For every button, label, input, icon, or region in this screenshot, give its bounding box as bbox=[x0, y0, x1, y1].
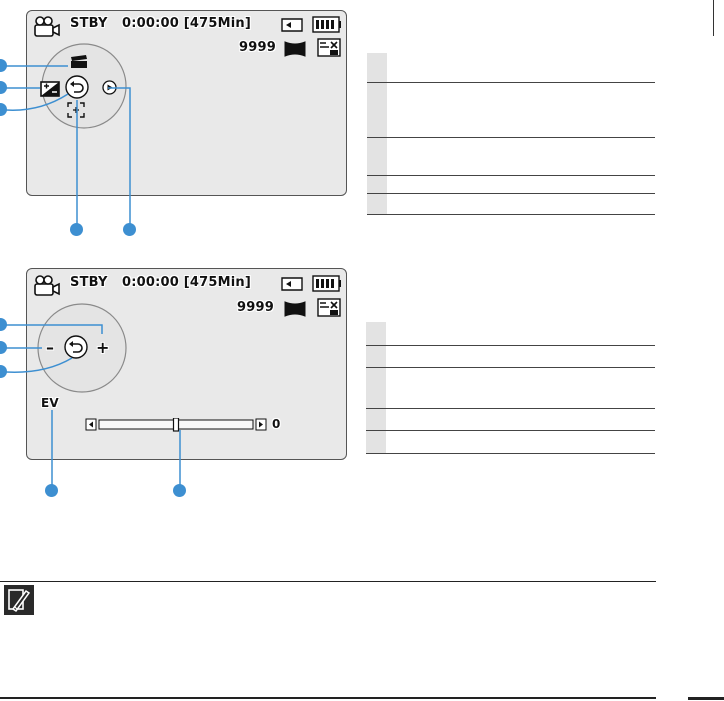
callout-4 bbox=[70, 223, 83, 236]
table-row bbox=[366, 431, 655, 454]
table-row bbox=[366, 409, 655, 431]
table-row bbox=[367, 194, 655, 215]
callout-5 bbox=[123, 223, 136, 236]
legend-table-1 bbox=[367, 53, 655, 215]
camcorder-icon bbox=[34, 275, 60, 296]
mode-label: STBY bbox=[70, 16, 108, 31]
photo-count: 9999 bbox=[237, 300, 274, 315]
footer-rule bbox=[0, 697, 656, 699]
ev-increase-button[interactable]: + bbox=[96, 338, 110, 357]
page-edge-rule bbox=[713, 0, 714, 36]
table-row bbox=[367, 138, 655, 176]
lcd-screen-ev: STBY 0:00:00 [475Min] 9999 – + EV 0 bbox=[26, 268, 347, 460]
table-row bbox=[366, 346, 655, 368]
note-icon bbox=[4, 585, 34, 615]
leader-lines-2 bbox=[5, 324, 181, 488]
ev-label: EV bbox=[41, 396, 59, 410]
memory-card-icon bbox=[281, 277, 303, 291]
battery-icon bbox=[312, 275, 341, 292]
memory-card-icon bbox=[281, 18, 303, 32]
callout-1 bbox=[0, 318, 7, 331]
leader-lines-1 bbox=[5, 65, 131, 228]
ev-value: 0 bbox=[272, 417, 281, 431]
time-remaining: 0:00:00 [475Min] bbox=[122, 275, 252, 290]
quality-icon bbox=[284, 301, 306, 317]
callout-3 bbox=[0, 365, 7, 378]
table-row bbox=[367, 176, 655, 194]
camcorder-icon bbox=[34, 16, 60, 37]
ev-slider[interactable] bbox=[85, 418, 267, 432]
focus-icon[interactable] bbox=[67, 102, 85, 118]
battery-icon bbox=[312, 16, 341, 33]
legend-table-2 bbox=[366, 322, 655, 455]
callout-2 bbox=[0, 341, 7, 354]
table-row bbox=[366, 368, 655, 409]
photo-count: 9999 bbox=[239, 40, 276, 55]
callout-3 bbox=[0, 103, 7, 116]
return-icon[interactable] bbox=[65, 75, 89, 99]
resolution-icon bbox=[317, 298, 341, 317]
callout-1 bbox=[0, 59, 7, 72]
scene-icon[interactable] bbox=[69, 55, 89, 69]
return-icon[interactable] bbox=[64, 335, 88, 359]
callout-4 bbox=[45, 484, 58, 497]
quality-icon bbox=[284, 41, 306, 57]
exposure-icon[interactable] bbox=[40, 81, 60, 97]
callout-2 bbox=[0, 81, 7, 94]
page-marker bbox=[688, 697, 724, 700]
time-remaining: 0:00:00 [475Min] bbox=[122, 16, 252, 31]
callout-5 bbox=[173, 484, 186, 497]
table-row bbox=[367, 83, 655, 138]
note-top-rule bbox=[0, 581, 656, 582]
resolution-icon bbox=[317, 38, 341, 57]
ev-decrease-button[interactable]: – bbox=[46, 338, 55, 357]
table-row bbox=[366, 322, 655, 346]
table-row bbox=[367, 53, 655, 83]
mode-label: STBY bbox=[70, 275, 108, 290]
lcd-screen-menu: STBY 0:00:00 [475Min] 9999 bbox=[26, 10, 347, 196]
